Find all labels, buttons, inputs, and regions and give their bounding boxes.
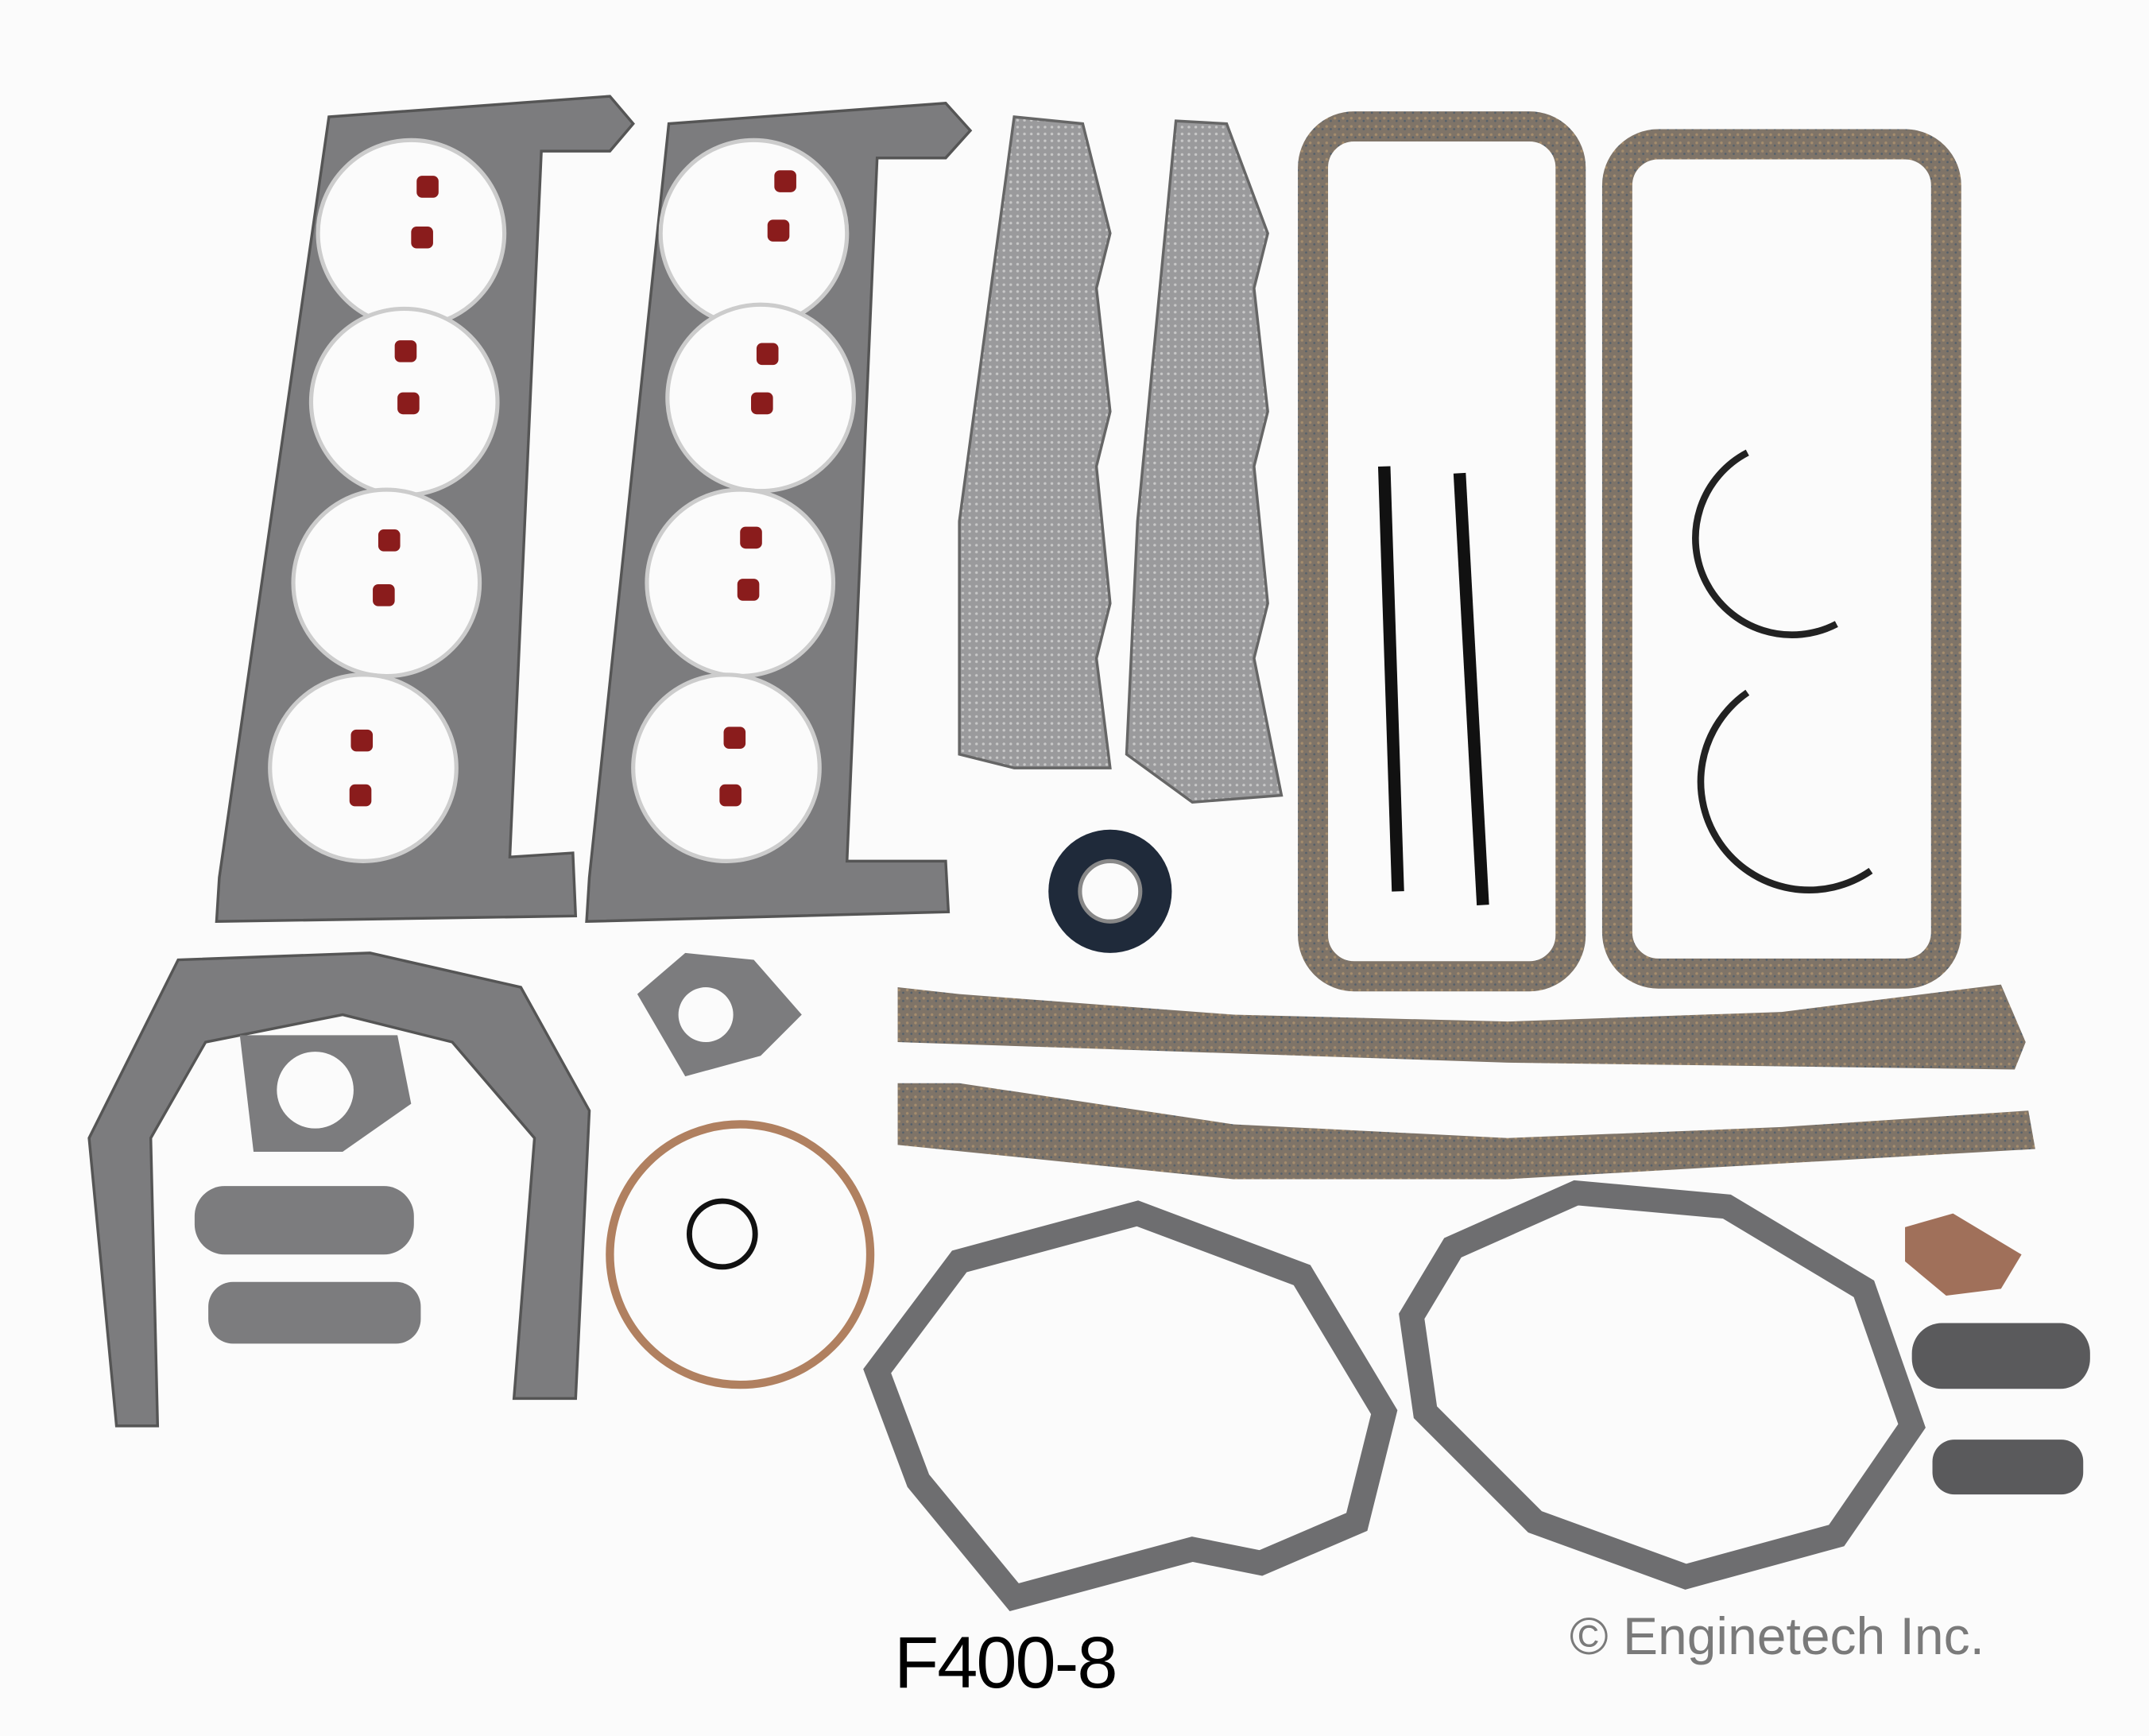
copyright-label: © Enginetech Inc.	[1570, 1606, 1984, 1665]
water-pump-gaskets	[863, 1180, 1926, 1612]
valve-cover-gaskets	[1298, 111, 1961, 992]
timing-cover-gasket	[87, 951, 591, 1428]
paper-ring-gasket	[606, 1120, 875, 1389]
exhaust-gaskets	[958, 115, 1284, 804]
oil-seal	[1048, 829, 1172, 953]
head-gasket-right	[585, 101, 973, 924]
thermostat-gasket	[637, 952, 802, 1077]
small-gaskets	[1905, 1213, 2090, 1495]
head-gasket-left	[215, 95, 635, 924]
oil-pan-gaskets	[897, 984, 2035, 1180]
part-number-label: F400-8	[894, 1622, 1117, 1703]
o-ring	[686, 1198, 758, 1270]
